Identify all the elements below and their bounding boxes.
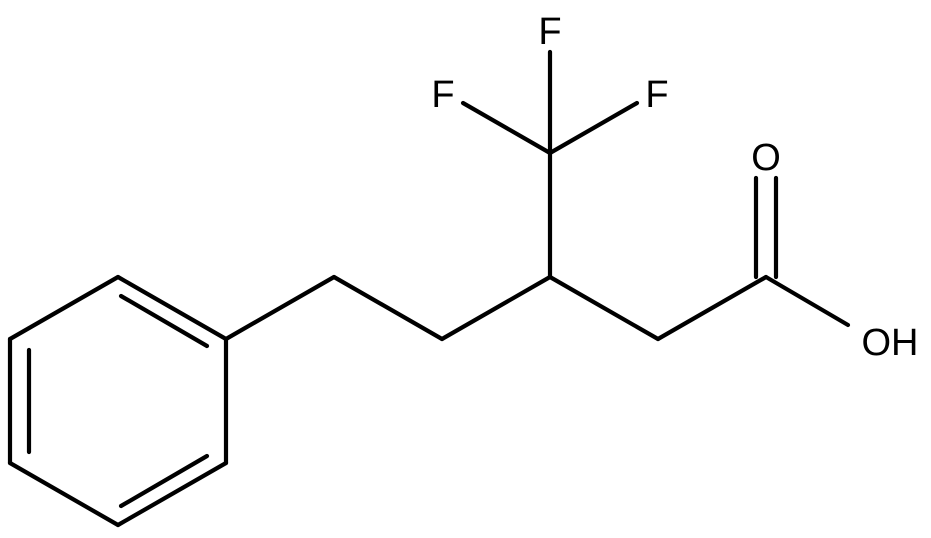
bond-ch2-ch2 xyxy=(331,274,445,342)
bond-ch-ch2 xyxy=(547,274,661,342)
fluorine-right-label: F xyxy=(645,74,668,116)
carbon-chain xyxy=(223,150,769,342)
fluorine-left-label: F xyxy=(431,74,454,116)
trifluoromethyl-group: F F F xyxy=(431,11,669,156)
carboxylic-acid-group: O OH xyxy=(751,137,918,364)
carbonyl-oxygen-label: O xyxy=(751,137,781,179)
bond-ch2-ch xyxy=(439,274,553,342)
ring-bond-4 xyxy=(7,460,121,528)
bond-ch2-cooh xyxy=(655,274,769,342)
bond-ring-ch2 xyxy=(223,274,337,342)
ring-bond-6 xyxy=(7,274,121,342)
ring-bond-1 xyxy=(115,274,229,342)
bond-c-oh xyxy=(763,274,851,328)
ring-bond-3 xyxy=(115,460,229,528)
bond-c-f-right xyxy=(547,100,640,156)
fluorine-top-label: F xyxy=(538,11,561,53)
ring-double-bond-inner-1 xyxy=(118,293,210,349)
benzene-ring xyxy=(7,274,229,528)
hydroxyl-label: OH xyxy=(862,322,919,364)
ring-double-bond-inner-2 xyxy=(118,453,210,509)
bond-c-f-left xyxy=(460,100,553,156)
